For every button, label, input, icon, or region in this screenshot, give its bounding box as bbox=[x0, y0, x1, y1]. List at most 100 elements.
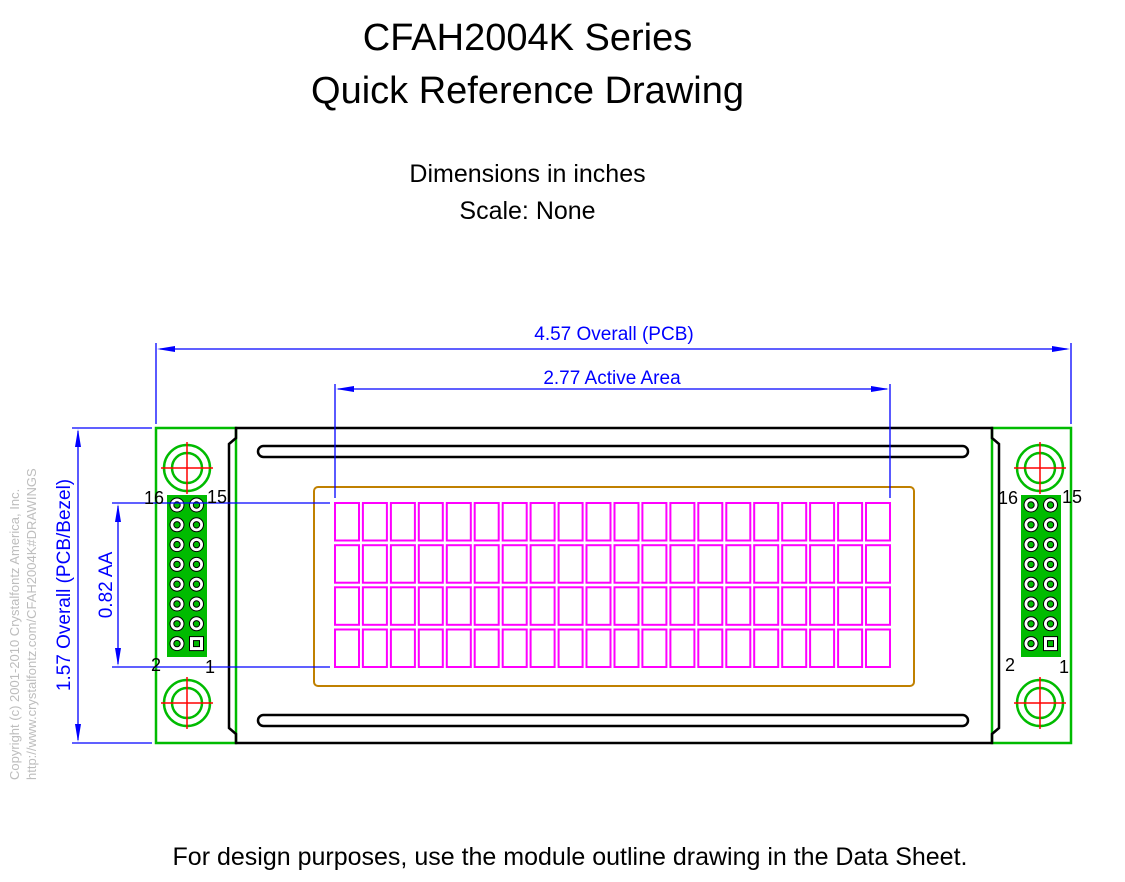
character-cell bbox=[865, 628, 891, 668]
character-cell bbox=[557, 502, 584, 542]
mounting-hole bbox=[1014, 677, 1066, 729]
character-cell bbox=[641, 544, 668, 584]
character-cell bbox=[445, 544, 472, 584]
character-cell bbox=[529, 628, 556, 668]
character-cell bbox=[585, 586, 612, 626]
scale-note: Scale: None bbox=[459, 197, 596, 225]
character-cell bbox=[389, 628, 416, 668]
pin-2-label-right: 2 bbox=[1005, 655, 1015, 675]
character-cell bbox=[389, 502, 416, 542]
pin-header bbox=[167, 495, 207, 657]
character-cell bbox=[361, 544, 388, 584]
character-cell bbox=[669, 544, 696, 584]
character-cell bbox=[865, 586, 891, 626]
character-cell bbox=[557, 586, 584, 626]
character-cell bbox=[697, 502, 724, 542]
character-cell bbox=[613, 544, 640, 584]
character-cell bbox=[585, 628, 612, 668]
character-cell bbox=[781, 502, 808, 542]
character-cell bbox=[613, 502, 640, 542]
bezel-slot-top bbox=[256, 444, 970, 459]
character-cell bbox=[334, 628, 360, 668]
pin-1-label-right: 1 bbox=[1059, 657, 1069, 677]
mounting-hole bbox=[1014, 442, 1066, 494]
character-cell bbox=[585, 502, 612, 542]
character-cell bbox=[445, 586, 472, 626]
character-cell bbox=[725, 586, 752, 626]
active-area-dimension bbox=[334, 384, 891, 498]
character-cell bbox=[361, 502, 388, 542]
character-cell bbox=[473, 586, 500, 626]
character-cell bbox=[417, 586, 444, 626]
aa-height-label: 0.82 AA bbox=[96, 551, 117, 618]
character-cell bbox=[697, 544, 724, 584]
character-cell bbox=[445, 502, 472, 542]
character-cell bbox=[529, 544, 556, 584]
character-cell bbox=[529, 586, 556, 626]
character-cell bbox=[669, 502, 696, 542]
overall-height-dimension bbox=[72, 427, 152, 744]
character-cell bbox=[501, 544, 528, 584]
character-cell bbox=[613, 628, 640, 668]
character-cell bbox=[753, 628, 780, 668]
aa-height-dimension bbox=[112, 502, 330, 668]
character-cell bbox=[613, 586, 640, 626]
character-cell bbox=[417, 628, 444, 668]
pin-15-label-right: 15 bbox=[1062, 487, 1082, 507]
character-cell bbox=[809, 628, 836, 668]
character-cell bbox=[725, 628, 752, 668]
character-cell bbox=[837, 628, 864, 668]
character-cell bbox=[417, 502, 444, 542]
character-cell bbox=[473, 544, 500, 584]
pin-16-label-left: 16 bbox=[144, 488, 164, 508]
character-cell bbox=[641, 628, 668, 668]
character-cell bbox=[557, 628, 584, 668]
page-subtitle: Quick Reference Drawing bbox=[311, 70, 744, 112]
character-cell bbox=[753, 502, 780, 542]
mounting-hole bbox=[161, 442, 213, 494]
character-cell bbox=[417, 544, 444, 584]
pcb-right-tab bbox=[990, 426, 1073, 745]
character-cell bbox=[529, 502, 556, 542]
character-cell bbox=[501, 628, 528, 668]
character-cell bbox=[585, 544, 612, 584]
page-title: CFAH2004K Series bbox=[362, 17, 693, 59]
character-cell bbox=[473, 502, 500, 542]
character-cell bbox=[641, 586, 668, 626]
bezel-outline bbox=[227, 426, 1001, 745]
pin-16-label-right: 16 bbox=[998, 488, 1018, 508]
viewing-area bbox=[313, 486, 915, 687]
mounting-holes bbox=[161, 442, 1066, 729]
pin-15-label-left: 15 bbox=[207, 487, 227, 507]
character-cell bbox=[334, 502, 360, 542]
character-cell bbox=[334, 544, 360, 584]
overall-width-label: 4.57 Overall (PCB) bbox=[534, 324, 693, 345]
character-cell bbox=[809, 502, 836, 542]
character-cell bbox=[725, 544, 752, 584]
pcb-left-tab bbox=[154, 426, 238, 745]
character-cell bbox=[753, 544, 780, 584]
character-cell bbox=[445, 628, 472, 668]
pin-header bbox=[1021, 495, 1061, 657]
character-matrix bbox=[334, 502, 891, 668]
character-cell bbox=[389, 586, 416, 626]
overall-width-dimension bbox=[155, 343, 1072, 424]
character-cell bbox=[334, 586, 360, 626]
character-cell bbox=[669, 628, 696, 668]
character-cell bbox=[473, 628, 500, 668]
connector-headers bbox=[167, 495, 1061, 657]
character-cell bbox=[837, 502, 864, 542]
footer-note: For design purposes, use the module outl… bbox=[172, 843, 968, 871]
character-cell bbox=[837, 544, 864, 584]
character-cell bbox=[501, 586, 528, 626]
mounting-hole bbox=[161, 677, 213, 729]
character-cell bbox=[697, 628, 724, 668]
character-cell bbox=[781, 544, 808, 584]
character-cell bbox=[361, 628, 388, 668]
pin-1-label-left: 1 bbox=[205, 657, 215, 677]
active-area-label: 2.77 Active Area bbox=[543, 368, 681, 389]
character-cell bbox=[557, 544, 584, 584]
character-cell bbox=[781, 586, 808, 626]
character-cell bbox=[781, 628, 808, 668]
